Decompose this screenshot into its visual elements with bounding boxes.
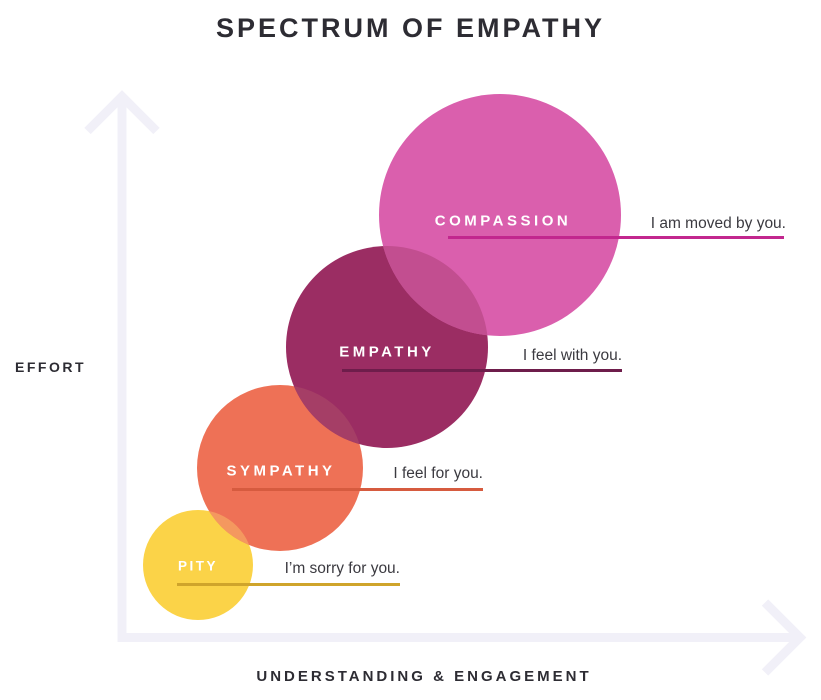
y-axis-arrowhead-icon [84, 90, 160, 135]
pity-phrase: I’m sorry for you. [284, 560, 400, 577]
empathy-leader-line [342, 369, 622, 372]
sympathy-circle [197, 385, 363, 551]
empathy-label: EMPATHY [339, 343, 435, 361]
sympathy-leader-line [232, 488, 483, 491]
axes [84, 90, 807, 676]
x-axis-arrowhead-icon [761, 599, 807, 676]
compassion-label: COMPASSION [434, 212, 572, 230]
compassion-leader-line [448, 236, 784, 239]
y-axis-label: EFFORT [15, 359, 86, 375]
compassion-phrase: I am moved by you. [650, 215, 786, 232]
pity-circle [143, 510, 253, 620]
empathy-compassion-overlap-lens [379, 246, 488, 336]
page-title: SPECTRUM OF EMPATHY [215, 13, 606, 43]
pity-leader-line [177, 583, 400, 586]
empathy-compassion-overlap [379, 246, 488, 336]
empathy-phrase: I feel with you. [522, 347, 622, 364]
pity-label: PITY [177, 558, 219, 574]
sympathy-phrase: I feel for you. [393, 465, 483, 482]
x-axis-label: UNDERSTANDING & ENGAGEMENT [256, 668, 592, 685]
sympathy-label: SYMPATHY [226, 462, 336, 480]
